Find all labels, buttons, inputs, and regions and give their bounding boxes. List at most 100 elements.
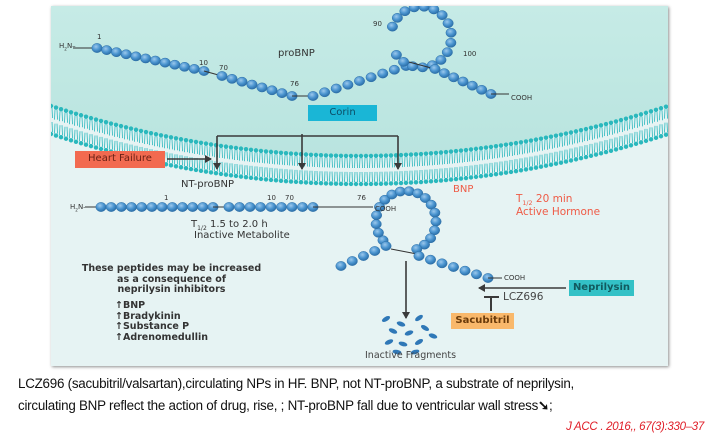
fragment-piece — [398, 341, 408, 347]
lipid — [463, 147, 469, 181]
up-arrow-icon: ↑ — [115, 321, 123, 332]
lipid — [508, 141, 514, 175]
lipid — [613, 119, 619, 152]
residue-bead — [140, 53, 152, 64]
probnp-residue-100: 100 — [463, 50, 477, 58]
lipid — [358, 153, 364, 187]
lipid — [173, 136, 179, 169]
residue-bead — [319, 87, 331, 98]
residue-bead — [391, 13, 403, 23]
residue-bead — [413, 251, 425, 261]
residue-bead — [236, 76, 248, 87]
residue-bead — [146, 202, 158, 212]
lipid — [303, 152, 309, 185]
bnp-status: Active Hormone — [516, 206, 601, 218]
residue-bead — [390, 50, 402, 60]
corin-box: Corin — [308, 105, 377, 121]
caption-line-2: circulating BNP reflect the action of dr… — [18, 398, 553, 413]
inactive-fragments-label: Inactive Fragments — [365, 350, 457, 361]
residue-bead — [188, 64, 200, 74]
residue-bead — [436, 258, 448, 269]
lipid — [333, 153, 339, 186]
residue-bead — [91, 43, 103, 53]
probnp-residue-1: 1 — [97, 33, 102, 41]
fragment-piece — [388, 328, 398, 334]
lipid — [513, 140, 519, 174]
bnp-label: BNP — [453, 184, 474, 195]
lipid — [548, 134, 554, 167]
lipid — [478, 146, 484, 179]
peptide-item: ↑Substance P — [115, 321, 190, 332]
lipid — [73, 111, 79, 144]
lipid — [448, 149, 454, 182]
lipid — [588, 125, 594, 159]
residue-bead — [246, 79, 258, 90]
lipid — [413, 152, 419, 185]
fragment-piece — [414, 339, 424, 345]
lipid — [88, 115, 94, 149]
lipid — [503, 142, 509, 175]
down-right-arrow-icon: ➘ — [538, 398, 550, 413]
residue-bead — [425, 199, 437, 210]
lipid — [578, 128, 584, 161]
lipid — [543, 135, 549, 168]
lipid — [458, 148, 464, 181]
residue-bead — [374, 202, 385, 212]
lipid — [63, 108, 69, 141]
residue-bead — [430, 216, 442, 227]
lipid — [353, 153, 359, 187]
lipid — [583, 126, 589, 160]
lipid — [318, 153, 324, 186]
residue-bead — [372, 227, 384, 238]
lipid — [553, 133, 559, 166]
lipid — [438, 150, 444, 183]
residue-bead — [244, 202, 256, 212]
lcz696-label: LCZ696 — [503, 291, 544, 303]
peptide-item: ↑Adrenomedullin — [115, 331, 208, 343]
lipid — [313, 152, 319, 186]
lipid — [53, 105, 59, 138]
residue-bead — [95, 202, 107, 212]
residue-bead — [459, 265, 471, 276]
fragment-piece — [410, 349, 420, 355]
residue-bead — [379, 194, 391, 205]
peptides-note-line-3: neprilysin inhibitors — [117, 284, 226, 295]
lipid — [233, 145, 239, 179]
probnp-residue-90: 90 — [373, 20, 382, 28]
residue-bead — [179, 61, 190, 72]
lipid — [403, 152, 409, 186]
lipid — [308, 152, 314, 185]
fragment-piece — [396, 321, 406, 327]
lipid — [268, 149, 274, 183]
lipid — [658, 106, 664, 139]
residue-bead — [255, 202, 266, 212]
lipid — [218, 143, 224, 177]
lipid — [278, 150, 284, 183]
up-arrow-icon: ↑ — [115, 331, 123, 343]
residue-bead — [130, 51, 142, 62]
lipid — [608, 120, 614, 153]
peptide-item: ↑BNP — [115, 300, 146, 311]
lipid — [433, 150, 439, 184]
sacubitril-box: Sacubitril — [451, 313, 514, 329]
lipid — [288, 151, 294, 184]
residue-bead — [169, 59, 181, 70]
residue-bead — [377, 68, 389, 79]
lipid — [528, 138, 534, 171]
lipid — [368, 153, 374, 187]
residue-bead — [438, 68, 450, 79]
ntprobnp-residue-76: 76 — [357, 194, 366, 202]
fragment-piece — [392, 349, 402, 355]
bnp-c-terminus: COOH — [504, 274, 526, 282]
lipid — [373, 153, 379, 187]
residue-bead — [101, 45, 113, 55]
ntprobnp-residue-1: 1 — [164, 194, 169, 202]
lipid — [538, 136, 544, 169]
lipid — [343, 153, 349, 187]
probnp-label: proBNP — [278, 48, 315, 59]
lipid — [593, 124, 599, 157]
residue-bead — [149, 55, 161, 66]
lipid — [198, 140, 204, 174]
residue-bead — [177, 202, 188, 212]
fragment-piece — [420, 325, 430, 331]
